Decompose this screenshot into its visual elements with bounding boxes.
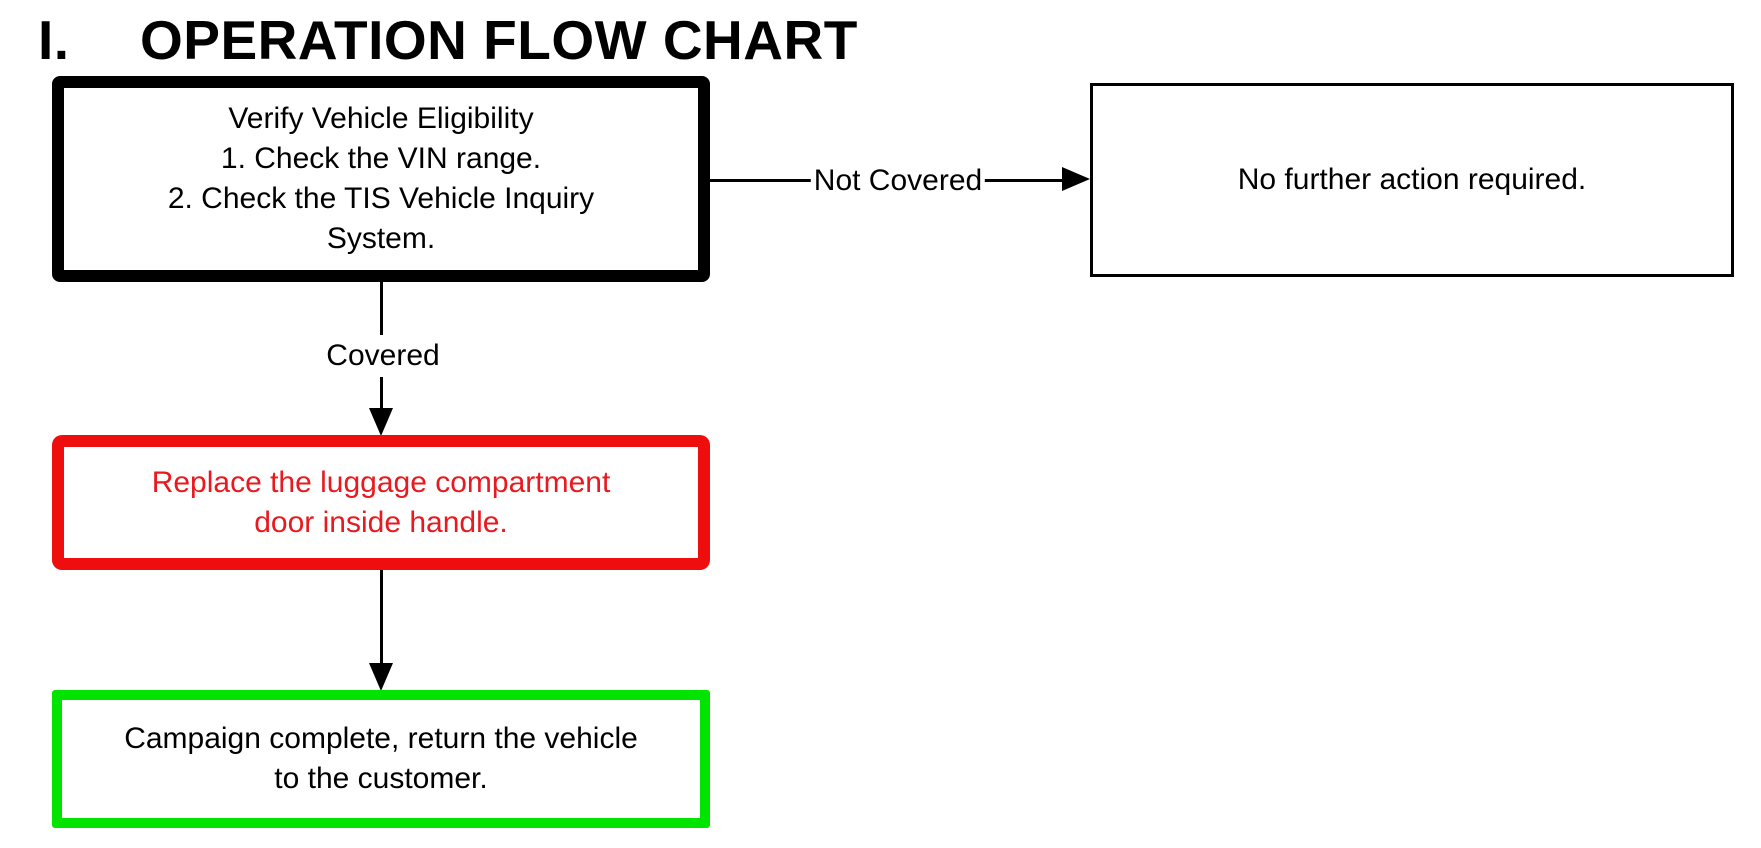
flow-box-campaign-complete: Campaign complete, return the vehicle to… [52, 690, 710, 828]
flow-box-replace-handle: Replace the luggage compartment door ins… [52, 435, 710, 570]
page-title: I. OPERATION FLOW CHART [38, 8, 858, 72]
flow-box-verify-eligibility-text: Verify Vehicle Eligibility 1. Check the … [167, 102, 595, 255]
connector-label-not-covered: Not Covered [810, 164, 986, 198]
flow-box-verify-eligibility: Verify Vehicle Eligibility 1. Check the … [52, 76, 710, 282]
arrowhead-right-icon [1062, 167, 1090, 191]
connector-label-covered: Covered [316, 335, 450, 377]
section-numeral: I. [38, 9, 70, 71]
arrowhead-down-icon [369, 663, 393, 691]
page-title-text: OPERATION FLOW CHART [140, 9, 858, 71]
flow-box-replace-handle-text: Replace the luggage compartment door ins… [151, 465, 611, 539]
connector-complete-line [380, 570, 383, 665]
flow-box-no-further-action: No further action required. [1090, 83, 1734, 277]
flow-box-no-further-action-text: No further action required. [1237, 163, 1587, 196]
flow-box-campaign-complete-text: Campaign complete, return the vehicle to… [124, 722, 638, 795]
arrowhead-down-icon [369, 408, 393, 436]
